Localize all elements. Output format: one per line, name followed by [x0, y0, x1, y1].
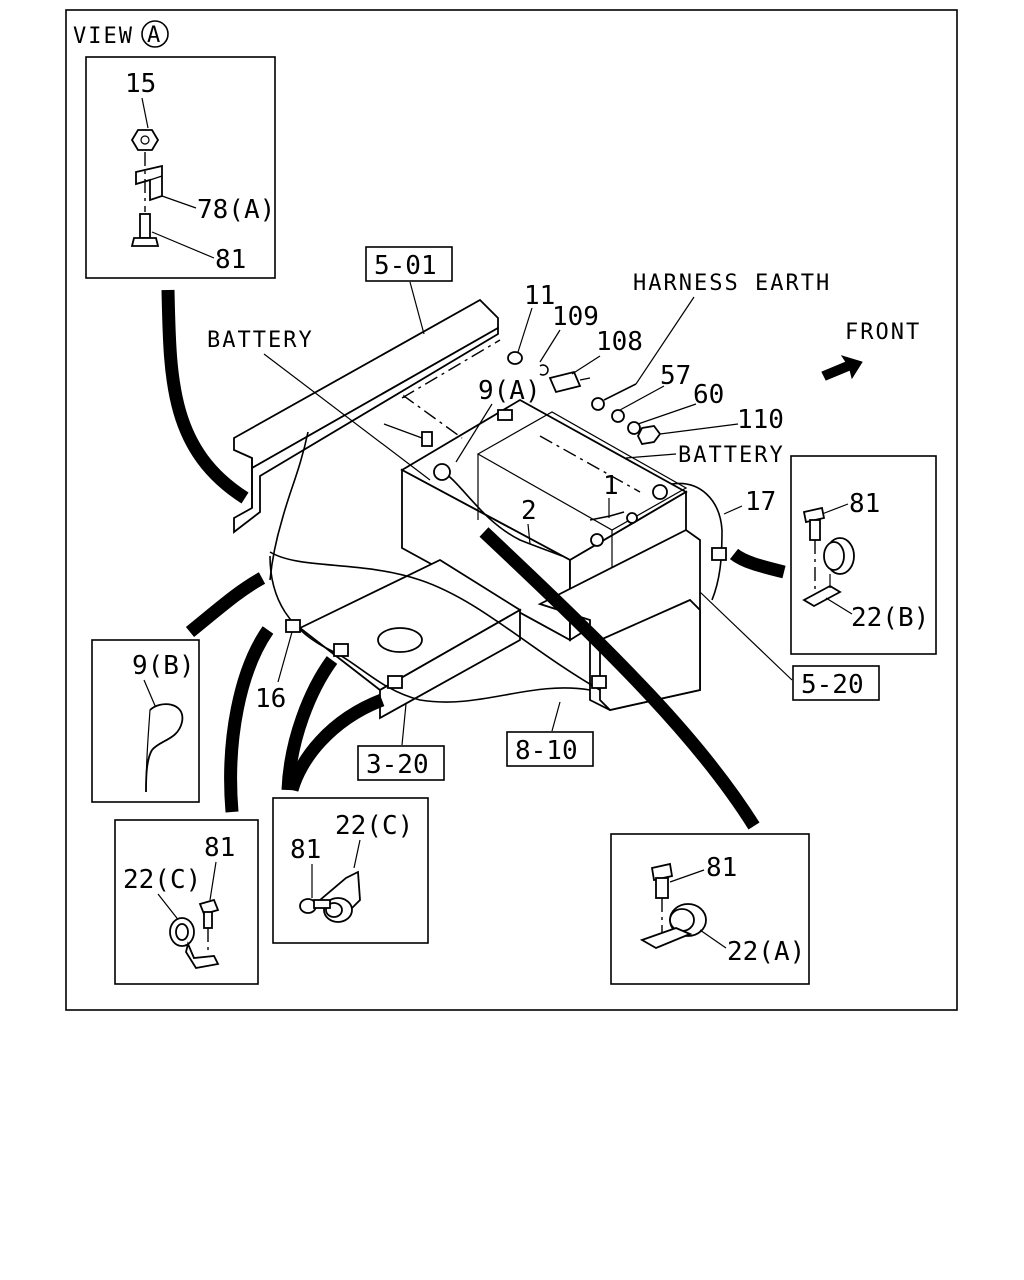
inset-9b: 9(B)	[91, 639, 200, 803]
leader-arc-22c-left	[224, 626, 274, 813]
earth-cable	[439, 469, 563, 557]
front-label: FRONT	[845, 320, 921, 345]
part-1-label: 1	[603, 471, 619, 501]
ref-box-810: 8-10	[506, 731, 594, 767]
harness-cable-3	[269, 431, 309, 581]
washer-11-icon	[507, 351, 523, 365]
harness-cable-2	[269, 555, 591, 703]
inset-view-a: 15 78(A) 81	[85, 56, 276, 279]
part-2-label: 2	[521, 496, 537, 526]
battery-left-label: BATTERY	[207, 328, 314, 353]
harness-cable-17	[671, 482, 723, 601]
part-108-label: 108	[596, 327, 643, 357]
part-81-viewa-label: 81	[215, 245, 246, 275]
part-81-c1-label: 81	[204, 833, 235, 863]
cable-tie-icon	[145, 703, 184, 793]
nut-icon	[130, 129, 160, 151]
inset-22c-mid: 22(C) 81	[272, 797, 429, 944]
inset-9b-frame	[91, 639, 200, 803]
inset-22c-left-frame	[114, 819, 259, 985]
cable-1	[589, 511, 625, 521]
nut-110-icon	[636, 425, 662, 445]
bolt-icon	[130, 213, 160, 247]
part-22b-label: 22(B)	[851, 603, 929, 633]
leader-arc-22c-mid-2	[285, 693, 385, 792]
clamp-icon	[319, 870, 361, 923]
main-assembly	[233, 298, 727, 720]
view-label: VIEW	[73, 24, 134, 49]
part-9a-label: 9(A)	[478, 376, 541, 406]
part-60-label: 60	[693, 380, 724, 410]
bracket-icon	[135, 164, 163, 202]
leader-arc-9b	[185, 572, 266, 638]
bolt-icon	[299, 898, 331, 914]
ref-box-501: 5-01	[365, 246, 453, 282]
inset-view-a-frame	[85, 56, 276, 279]
leader-arc-22a	[479, 527, 760, 830]
frame-rail	[233, 298, 499, 534]
washer-60-icon	[627, 421, 641, 435]
bolt-icon	[650, 862, 674, 899]
bolt-icon	[802, 506, 826, 541]
clamp-icon	[639, 903, 707, 949]
harness-earth-label: HARNESS EARTH	[633, 271, 831, 296]
clip-109-icon	[539, 364, 549, 376]
bolt-icon	[198, 898, 220, 929]
mounting-bracket	[298, 528, 701, 720]
svg-text:3-20: 3-20	[366, 750, 429, 780]
washer-57-icon	[611, 409, 625, 423]
part-9b-label: 9(B)	[132, 651, 195, 681]
part-109-label: 109	[552, 302, 599, 332]
part-15-label: 15	[125, 69, 156, 99]
part-22c-1-label: 22(C)	[123, 865, 201, 895]
clamp-icon	[802, 537, 855, 608]
ref-box-320: 3-20	[357, 745, 445, 781]
inset-22a-frame	[610, 833, 810, 985]
harness-cable	[269, 551, 601, 691]
outer-frame	[65, 9, 958, 1011]
inset-22a: 81 22(A)	[610, 833, 810, 985]
part-22c-2-label: 22(C)	[335, 811, 413, 841]
inset-22c-left: 81 22(C)	[114, 819, 259, 985]
svg-text:8-10: 8-10	[515, 736, 578, 766]
part-81-c2-label: 81	[290, 835, 321, 865]
battery-right-label: BATTERY	[678, 443, 785, 468]
inset-22b-frame	[790, 455, 937, 655]
leader-arc-22c-mid-1	[281, 656, 338, 791]
part-81-a-label: 81	[706, 853, 737, 883]
part-17-label: 17	[745, 487, 776, 517]
clamp-icon	[169, 917, 220, 969]
leader-arc-22b	[729, 548, 786, 579]
part-16-label: 16	[255, 684, 286, 714]
view-circle-letter: A	[147, 23, 162, 48]
part-22a-label: 22(A)	[727, 937, 805, 967]
part-78a-label: 78(A)	[197, 195, 275, 225]
svg-text:5-01: 5-01	[374, 251, 437, 281]
terminal-icon	[591, 383, 637, 411]
svg-text:5-20: 5-20	[801, 670, 864, 700]
part-110-label: 110	[737, 405, 784, 435]
front-arrow-icon	[821, 355, 863, 381]
leader-arc-view-a	[161, 289, 249, 504]
stud-108-icon	[548, 370, 591, 394]
inset-22c-mid-frame	[272, 797, 429, 944]
part-57-label: 57	[660, 361, 691, 391]
view-circle	[141, 20, 169, 48]
fastener-chain	[507, 351, 662, 445]
part-11-label: 11	[524, 281, 555, 311]
part-81-b-label: 81	[849, 489, 880, 519]
inset-22b: 81 22(B)	[790, 455, 937, 655]
ref-box-520: 5-20	[792, 665, 880, 701]
